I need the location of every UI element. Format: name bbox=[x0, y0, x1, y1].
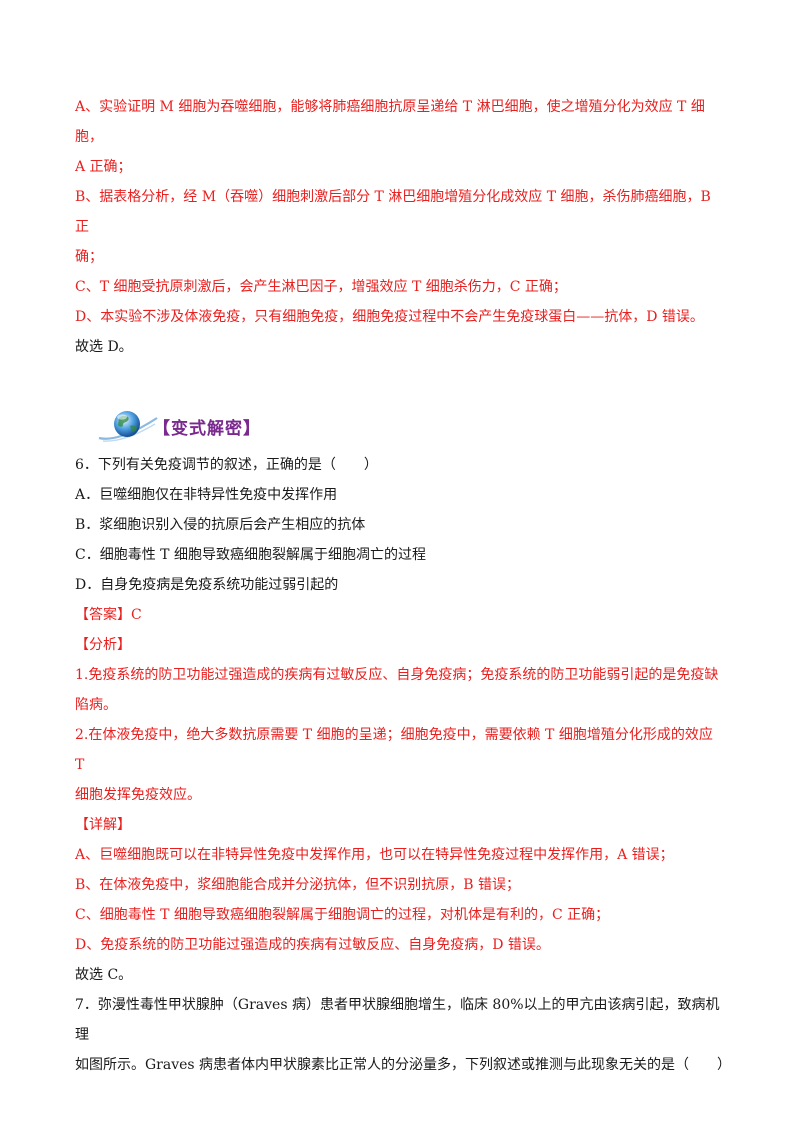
conclusion: 故选 C。 bbox=[75, 967, 133, 983]
answer-label: 【答案】 bbox=[75, 607, 131, 623]
option-b: B．浆细胞识别入侵的抗原后会产生相应的抗体 bbox=[75, 517, 366, 533]
question-line: 如图所示。Graves 病患者体内甲状腺素比正常人的分泌量多，下列叙述或推测与此… bbox=[75, 1057, 732, 1073]
detail-line: B、在体液免疫中，浆细胞能合成并分泌抗体，但不识别抗原，B 错误； bbox=[75, 877, 521, 893]
answer-line: 【答案】C bbox=[75, 600, 725, 630]
option-d: D．自身免疫病是免疫系统功能过弱引起的 bbox=[75, 577, 339, 593]
explain-line: A 正确； bbox=[75, 159, 132, 175]
answer-value: C bbox=[131, 607, 142, 623]
explain-line: D、本实验不涉及体液免疫，只有细胞免疫，细胞免疫过程中不会产生免疫球蛋白——抗体… bbox=[75, 309, 704, 325]
question-line: 7．弥漫性毒性甲状腺肿（Graves 病）患者甲状腺细胞增生，临床 80%以上的… bbox=[75, 997, 720, 1043]
analysis-line: 细胞发挥免疫效应。 bbox=[75, 787, 201, 803]
analysis-line: 1.免疫系统的防卫功能过强造成的疾病有过敏反应、自身免疫病；免疫系统的防卫功能弱… bbox=[75, 667, 719, 683]
section-header: 【变式解密】 bbox=[97, 406, 725, 446]
detail-line: A、巨噬细胞既可以在非特异性免疫中发挥作用，也可以在特异性免疫过程中发挥作用，A… bbox=[75, 847, 674, 863]
analysis-label: 【分析】 bbox=[75, 637, 131, 653]
question-7: 7．弥漫性毒性甲状腺肿（Graves 病）患者甲状腺细胞增生，临床 80%以上的… bbox=[75, 990, 732, 1080]
prev-explanation: A、实验证明 M 细胞为吞噬细胞，能够将肺癌细胞抗原呈递给 T 淋巴细胞，使之增… bbox=[75, 92, 725, 362]
detail-line: C、细胞毒性 T 细胞导致癌细胞裂解属于细胞调亡的过程，对机体是有利的，C 正确… bbox=[75, 907, 610, 923]
page-content: A、实验证明 M 细胞为吞噬细胞，能够将肺癌细胞抗原呈递给 T 淋巴细胞，使之增… bbox=[75, 92, 732, 1080]
analysis-line: 陷病。 bbox=[75, 697, 117, 713]
analysis-line: 2.在体液免疫中，绝大多数抗原需要 T 细胞的呈递；细胞免疫中，需要依赖 T 细… bbox=[75, 727, 713, 773]
detail-label: 【详解】 bbox=[75, 817, 131, 833]
detail-line: D、免疫系统的防卫功能过强造成的疾病有过敏反应、自身免疫病，D 错误。 bbox=[75, 937, 550, 953]
prev-conclusion: 故选 D。 bbox=[75, 339, 133, 355]
option-c: C．细胞毒性 T 细胞导致癌细胞裂解属于细胞凋亡的过程 bbox=[75, 547, 426, 563]
question-stem: 6．下列有关免疫调节的叙述，正确的是（ ） bbox=[75, 457, 378, 473]
explain-line: 确； bbox=[75, 249, 103, 265]
question-6: 6．下列有关免疫调节的叙述，正确的是（ ） A．巨噬细胞仅在非特异性免疫中发挥作… bbox=[75, 450, 725, 990]
section-title: 【变式解密】 bbox=[153, 418, 261, 439]
explain-line: A、实验证明 M 细胞为吞噬细胞，能够将肺癌细胞抗原呈递给 T 淋巴细胞，使之增… bbox=[75, 99, 705, 145]
explain-line: C、T 细胞受抗原刺激后，会产生淋巴因子，增强效应 T 细胞杀伤力，C 正确； bbox=[75, 279, 567, 295]
explain-line: B、据表格分析，经 M（吞噬）细胞刺激后部分 T 淋巴细胞增殖分化成效应 T 细… bbox=[75, 189, 711, 235]
globe-icon bbox=[98, 411, 158, 442]
option-a: A．巨噬细胞仅在非特异性免疫中发挥作用 bbox=[75, 487, 338, 503]
